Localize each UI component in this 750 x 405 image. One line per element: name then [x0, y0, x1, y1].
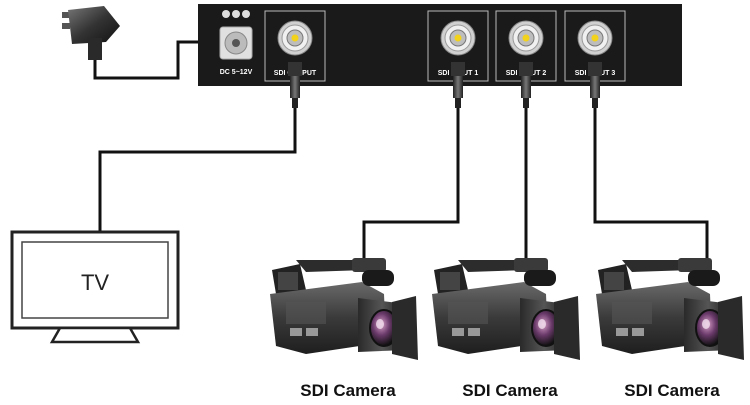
- input-plug-icon-3: [588, 62, 602, 108]
- output-cable: [98, 108, 297, 232]
- camera-icon-2: [431, 257, 581, 361]
- camera-label-1: SDI Camera: [300, 381, 396, 400]
- tv-label: TV: [81, 270, 109, 295]
- input-cable-3: [593, 108, 709, 268]
- dc-power-label: DC 5~12V: [220, 69, 253, 76]
- sdi-switch-device: DC 5~12V SDI OUTPUT SDI INPUT 1 SDI INPU…: [198, 4, 682, 86]
- power-cable: [93, 40, 205, 80]
- camera-icon-1: [269, 257, 419, 361]
- output-plug-icon: [288, 62, 302, 108]
- input-plug-icon-1: [451, 62, 465, 108]
- dc-power-socket: DC 5~12V: [219, 10, 253, 76]
- camera-label-3: SDI Camera: [624, 381, 720, 400]
- camera-label-2: SDI Camera: [462, 381, 558, 400]
- tv-monitor: TV: [10, 230, 180, 344]
- input-cable-1: [362, 108, 460, 262]
- input-plug-icon-2: [519, 62, 533, 108]
- camera-icon-3: [595, 257, 745, 361]
- power-adapter-icon: [62, 6, 120, 60]
